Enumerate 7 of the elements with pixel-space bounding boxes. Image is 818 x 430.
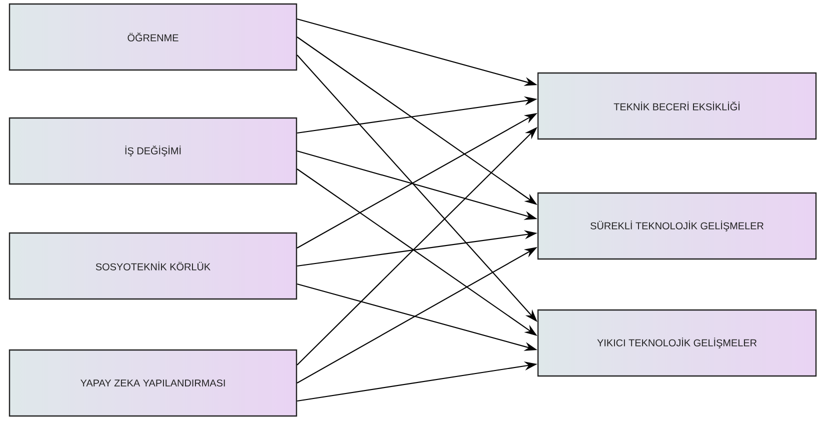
process-box: SOSYOTEKNİK KÖRLÜK bbox=[8, 232, 298, 300]
process-box: SÜREKLİ TEKNOLOJİK GELİŞMELER bbox=[537, 192, 817, 260]
process-box: YIKICI TEKNOLOJİK GELİŞMELER bbox=[537, 309, 817, 377]
process-box: TEKNİK BECERİ EKSİKLİĞİ bbox=[537, 72, 817, 140]
process-box: ÖĞRENME bbox=[8, 3, 298, 71]
process-box: İŞ DEĞİŞİMİ bbox=[8, 117, 298, 185]
process-box: YAPAY ZEKA YAPILANDIRMASI bbox=[8, 349, 298, 417]
